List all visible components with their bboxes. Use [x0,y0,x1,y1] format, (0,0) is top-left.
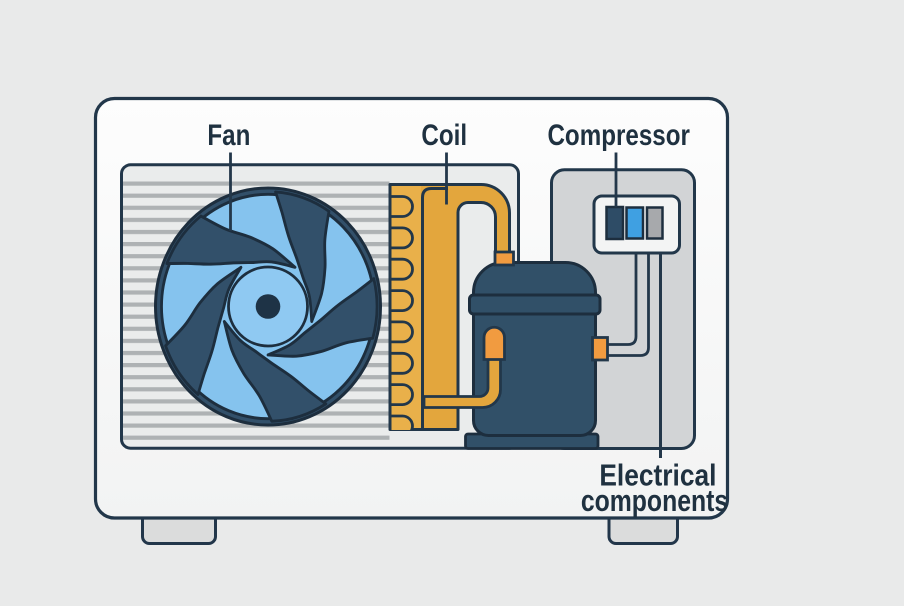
svg-text:Fan: Fan [207,119,250,152]
svg-text:Electrical: Electrical [599,459,716,493]
svg-text:components: components [581,483,728,517]
svg-text:Coil: Coil [421,119,467,152]
svg-text:Compressor: Compressor [547,119,690,152]
